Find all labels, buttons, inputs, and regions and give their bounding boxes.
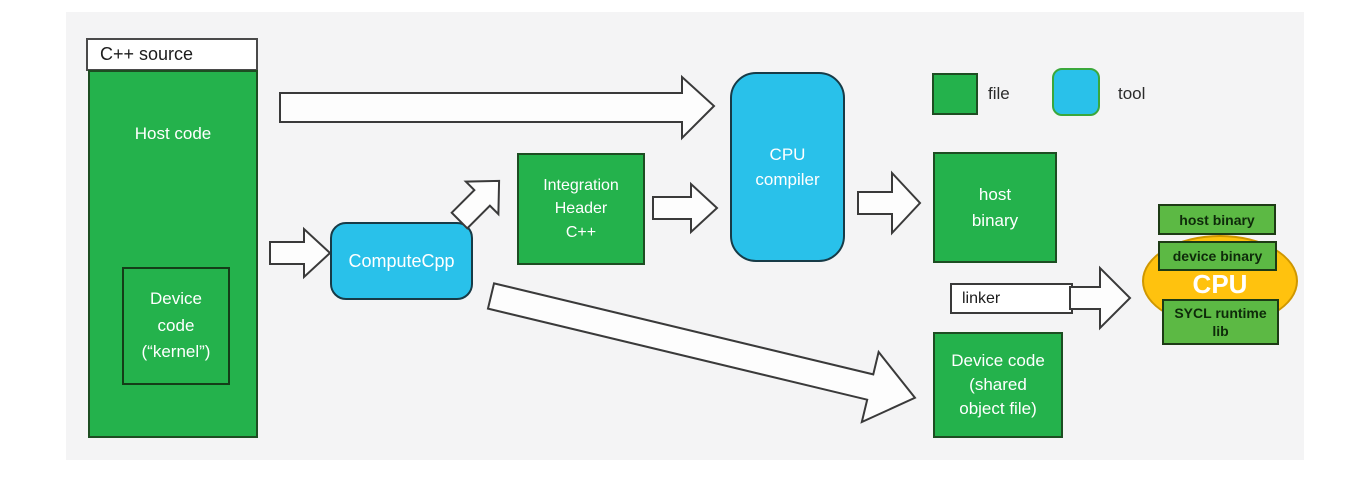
cluster-host-binary-box: host binary: [1158, 204, 1276, 235]
arrow-source-to-cpu-compiler: [279, 74, 716, 141]
device-code-kernel-box: Device code (“kernel”): [122, 267, 230, 385]
legend-file-label: file: [988, 84, 1010, 103]
host-code-label: Host code: [134, 124, 212, 143]
arrow-integration-header-to-cpu-compiler: [652, 181, 719, 235]
legend-file-swatch: [932, 73, 978, 115]
device-code-shared-box: Device code (shared object file): [933, 332, 1063, 438]
linker-box: linker: [950, 283, 1073, 314]
cluster-device-binary-box: device binary: [1158, 241, 1277, 271]
arrow-cpu-compiler-to-host-binary: [857, 170, 922, 236]
cpu-compiler-box: CPU compiler: [730, 72, 845, 262]
integration-header-box: Integration Header C++: [517, 153, 645, 265]
legend-tool-swatch: [1052, 68, 1100, 116]
arrow-linker-to-cpu: [1069, 265, 1132, 331]
computecpp-box: ComputeCpp: [330, 222, 473, 300]
cpu-label: CPU: [1192, 268, 1248, 299]
host-binary-box: host binary: [933, 152, 1057, 263]
legend-tool-label: tool: [1118, 84, 1146, 103]
cluster-sycl-runtime-box: SYCL runtime lib: [1162, 299, 1279, 345]
arrow-computecpp-to-device-code-shared: [486, 282, 917, 424]
arrow-source-to-computecpp: [269, 226, 332, 280]
cpp-source-label: C++ source: [86, 38, 258, 71]
arrow-computecpp-to-integration-header: [450, 179, 501, 230]
